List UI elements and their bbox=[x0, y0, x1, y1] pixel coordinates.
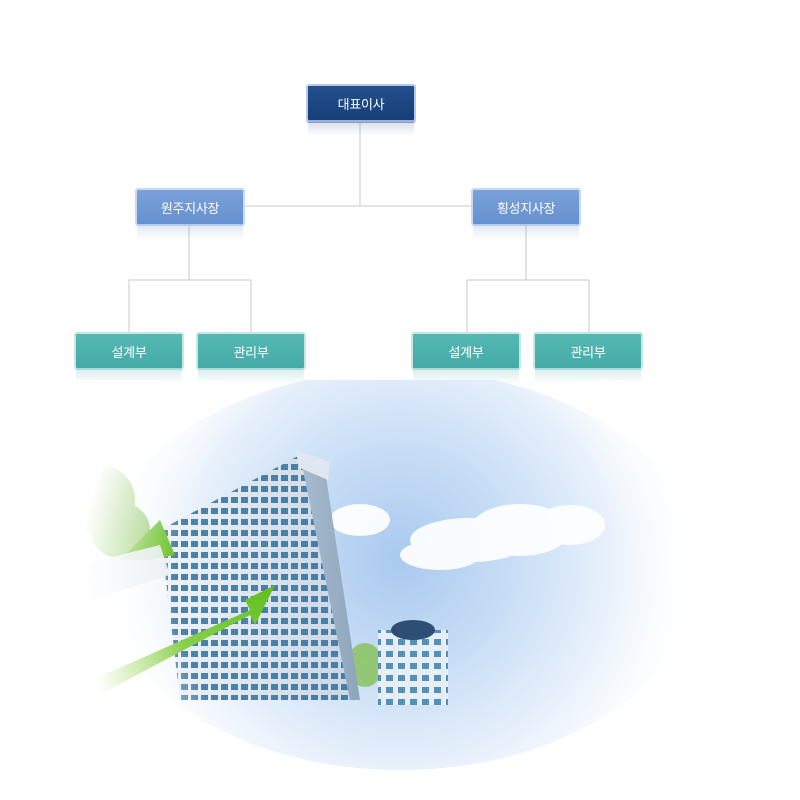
ceo-label: 대표이사 bbox=[337, 97, 385, 113]
dept-label-wonju-design: 설계부 bbox=[111, 345, 147, 361]
branch-label-wonju: 원주지사장 bbox=[160, 201, 220, 217]
branch-box-wonju: 원주지사장 bbox=[135, 188, 245, 240]
dept-box-hoengseong-design: 설계부 bbox=[411, 332, 521, 384]
branch-label-hoengseong: 횡성지사장 bbox=[496, 201, 556, 217]
dept-box-hoengseong-admin: 관리부 bbox=[533, 332, 643, 384]
city-skyline-illustration bbox=[0, 380, 800, 800]
dept-label-hoengseong-admin: 관리부 bbox=[570, 345, 606, 361]
dept-box-wonju-design: 설계부 bbox=[74, 332, 184, 384]
dept-label-hoengseong-design: 설계부 bbox=[448, 345, 484, 361]
ceo-box: 대표이사 bbox=[306, 84, 416, 136]
dept-label-wonju-admin: 관리부 bbox=[233, 345, 269, 361]
edge-fade bbox=[0, 380, 800, 800]
branch-box-hoengseong: 횡성지사장 bbox=[471, 188, 581, 240]
org-connector-lines bbox=[128, 122, 590, 333]
dept-box-wonju-admin: 관리부 bbox=[196, 332, 306, 384]
